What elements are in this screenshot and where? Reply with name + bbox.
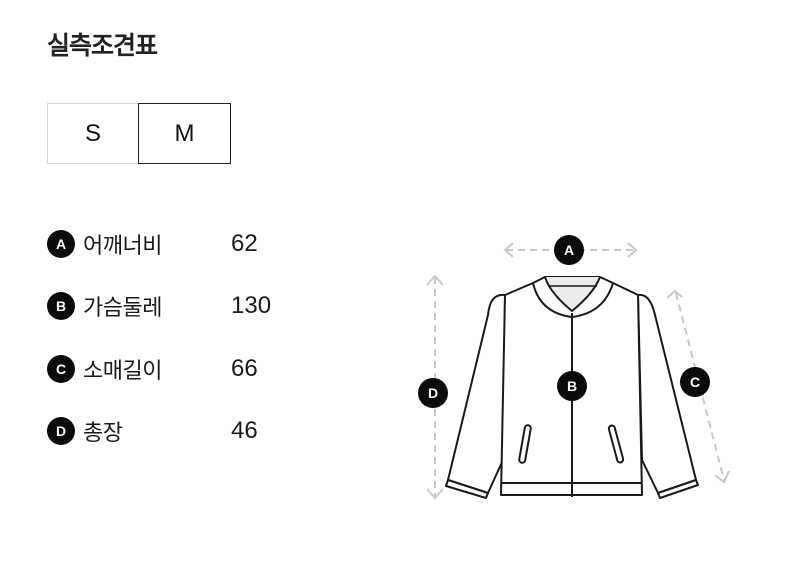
measurement-value: 130 <box>231 292 272 319</box>
measurement-label: 가슴둘레 <box>83 296 162 321</box>
marker-b-label: B <box>567 378 577 394</box>
marker-d-label: D <box>428 385 438 401</box>
measurement-label: 소매길이 <box>83 359 162 384</box>
measurement-value: 66 <box>231 355 258 382</box>
measurement-row-d: D 총장 46 <box>47 413 258 449</box>
marker-d-icon: D <box>47 417 75 445</box>
size-tabs: S M <box>47 103 231 164</box>
measurement-label: 총장 <box>83 421 123 446</box>
measurement-label: 어깨너비 <box>83 234 162 259</box>
marker-b-icon: B <box>47 292 75 320</box>
size-tab-m[interactable]: M <box>138 103 231 164</box>
measurement-row-c: C 소매길이 66 <box>47 351 258 387</box>
marker-c-icon: C <box>47 355 75 383</box>
measurement-row-a: A 어깨너비 62 <box>47 226 258 262</box>
measurement-row-b: B 가슴둘레 130 <box>47 288 271 324</box>
size-tab-s[interactable]: S <box>47 103 138 164</box>
jacket-illustration-icon: A B C D <box>418 235 730 500</box>
jacket-diagram: A B C D <box>410 225 740 515</box>
marker-a-icon: A <box>47 230 75 258</box>
measurement-value: 62 <box>231 230 258 257</box>
marker-c-label: C <box>690 374 700 390</box>
page-title: 실측조견표 <box>47 31 158 60</box>
measurement-value: 46 <box>231 417 258 444</box>
marker-a-label: A <box>564 242 574 258</box>
